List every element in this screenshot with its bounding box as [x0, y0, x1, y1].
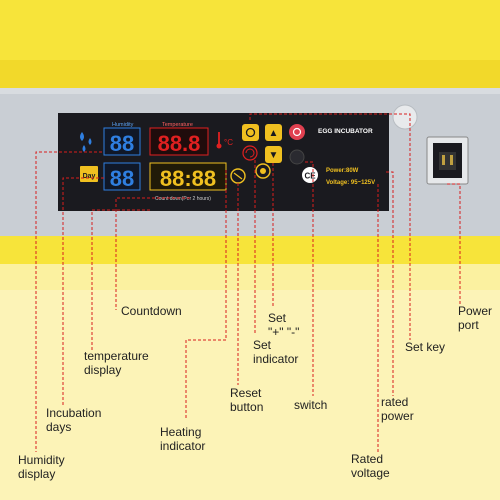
set-button[interactable] — [242, 124, 259, 141]
days-digits: 88 — [110, 166, 134, 191]
callout-incubation-days: Incubation days — [46, 406, 101, 434]
up-arrow-icon: ▲ — [269, 128, 279, 139]
ce-mark-text: CE — [304, 172, 316, 181]
callout-set-key: Set key — [405, 340, 445, 354]
lid-top-shade — [0, 60, 500, 88]
callout-humidity-display: Humidity display — [18, 453, 65, 481]
power-port[interactable] — [427, 137, 468, 184]
power-spec: Power:80W — [326, 168, 359, 174]
humidity-digits: 88 — [110, 131, 134, 156]
countdown-digits: 88:88 — [160, 166, 216, 191]
callout-rated-voltage: Rated voltage — [351, 452, 390, 480]
day-icon-text: Day — [83, 173, 96, 180]
callout-switch: switch — [294, 398, 327, 412]
body-bottom-band — [0, 236, 500, 264]
up-button[interactable]: ▲ — [265, 124, 282, 141]
voltage-spec: Voltage: 95~125V — [326, 180, 375, 186]
vent-circle — [393, 105, 417, 129]
humidity-label: Humidity — [112, 122, 134, 128]
temperature-digits: 88.8 — [158, 131, 201, 156]
power-button[interactable] — [289, 124, 305, 140]
ce-mark: CE — [302, 167, 318, 183]
callout-set-indicator: Set indicator — [253, 338, 298, 366]
callout-power-port: Power port — [458, 304, 492, 332]
callout-heating-indicator: Heating indicator — [160, 425, 205, 453]
callout-set-plus-minus: Set "+" "-" — [268, 311, 299, 339]
celsius-mark: °C — [224, 138, 233, 147]
switch-button[interactable] — [290, 150, 304, 164]
down-arrow-icon: ▼ — [269, 150, 279, 161]
countdown-label: Count down(Per 2 hours) — [155, 196, 211, 202]
brand-title: EGG INCUBATOR — [318, 128, 373, 135]
temperature-label: Temperature — [162, 122, 193, 128]
grey-plate-highlight — [0, 88, 500, 94]
callout-reset-button: Reset button — [230, 386, 263, 414]
callout-countdown: Countdown — [121, 304, 182, 318]
callout-temperature-display: temperature display — [84, 349, 149, 377]
callout-rated-power: rated power — [381, 395, 414, 423]
down-button[interactable]: ▼ — [265, 146, 282, 163]
